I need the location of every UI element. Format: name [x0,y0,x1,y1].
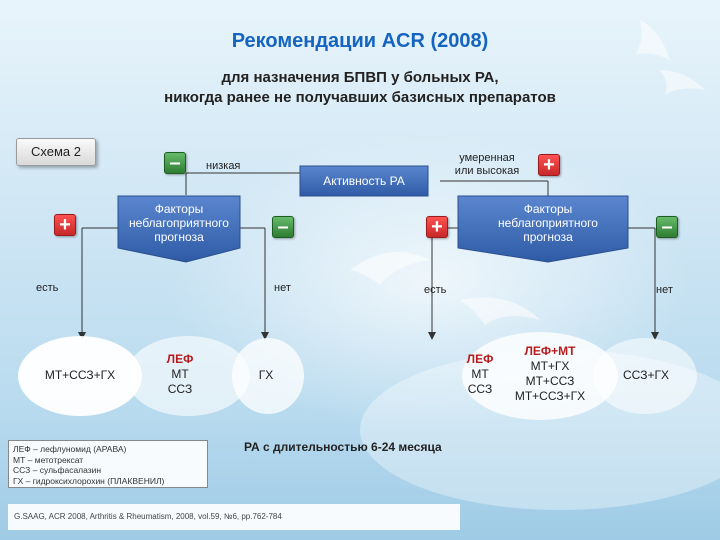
outcome-item: МТ [171,367,189,381]
outcome-item: ЛЕФ [466,352,494,366]
activity-box-shape [299,165,429,197]
outcome-item: МТ+ССЗ+ГХ [514,389,586,403]
factors-box-right: Факторы неблагоприятного прогноза [468,202,628,244]
factors-line-1: Факторы [154,202,204,216]
yes-label-left: есть [36,282,59,294]
no-label-left: нет [274,282,291,294]
no-label-right: нет [656,284,673,296]
outcome-ssz-gx: ССЗ+ГХ [623,368,669,382]
outcome-combo-list: ЛЕФ+МТ МТ+ГХ МТ+ССЗ МТ+ССЗ+ГХ [504,344,596,404]
plus-icon: + [54,214,76,236]
slide-title: Рекомендации ACR (2008) [231,30,489,52]
legend-item: ГХ – гидроксихлорохин (ПЛАКВЕНИЛ) [13,475,165,486]
reference-citation: G.SAAG, ACR 2008, Arthritis & Rheumatism… [8,504,460,530]
plus-icon: + [426,216,448,238]
outcome-item: МТ+ГХ [530,359,570,373]
factors-line-3: прогноза [154,230,204,244]
factors-box-right-shape [457,195,629,263]
factors-box-left: Факторы неблагоприятного прогноза [118,202,240,244]
branch-high-line-1: умеренная [459,152,515,164]
scheme-label: Схема 2 [16,138,96,166]
outcome-item: ССЗ [467,382,493,396]
yes-label-right: есть [424,284,447,296]
activity-box-label: Активность РА [323,174,405,188]
outcome-item: МТ+ССЗ [525,374,575,388]
abbreviation-legend: ЛЕФ – лефлуномид (АРАВА) МТ – метотрекса… [8,440,208,488]
outcome-lef-list-right: ЛЕФ МТ ССЗ [458,352,502,397]
legend-item: МТ – метотрексат [13,454,84,465]
factors-line-3: прогноза [523,230,573,244]
outcome-item: ЛЕФ+МТ [524,344,576,358]
branch-high-line-2: или высокая [454,165,520,177]
legend-item: ССЗ – сульфасалазин [13,465,102,475]
duration-note: РА с длительностью 6-24 месяца [244,440,442,454]
subtitle-line-1: для назначения БПВП у больных РА, [221,69,499,86]
outcome-item: ЛЕФ [166,352,194,366]
outcome-mt-ssz-gx: МТ+ССЗ+ГХ [44,368,116,382]
subtitle-line-2: никогда ранее не получавших базисных пре… [164,89,556,106]
factors-line-1: Факторы [523,202,573,216]
outcome-ovals [18,332,697,420]
legend-item: ЛЕФ – лефлуномид (АРАВА) [13,444,127,454]
minus-icon: – [272,216,294,238]
plus-icon: + [538,154,560,176]
minus-icon: – [656,216,678,238]
branch-high-label: умеренная или высокая [446,152,528,178]
factors-line-2: неблагоприятного [129,216,229,230]
factors-line-2: неблагоприятного [498,216,598,230]
outcome-item: ССЗ [167,382,193,396]
outcome-gx: ГХ [258,368,274,382]
factors-box-left-shape [117,195,241,263]
minus-icon: – [164,152,186,174]
outcome-item: МТ [471,367,489,381]
outcome-lef-list: ЛЕФ МТ ССЗ [150,352,210,397]
branch-low-label: низкая [206,160,241,172]
slide-subtitle: для назначения БПВП у больных РА, никогд… [90,68,630,108]
